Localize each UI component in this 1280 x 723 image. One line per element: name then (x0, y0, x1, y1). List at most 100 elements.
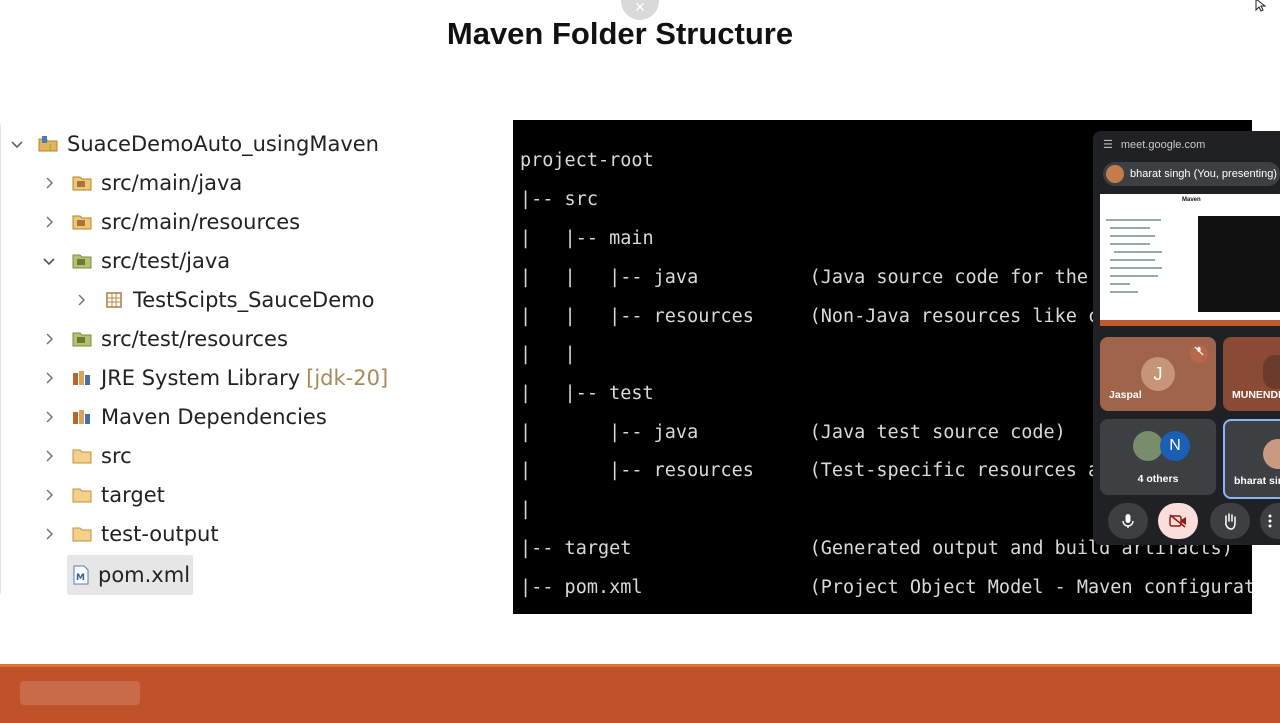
tree-item-jre-library[interactable]: JRE System Library [jdk-20] (41, 360, 388, 396)
terminal-line: | | (520, 344, 576, 365)
meet-url-bar: ☰ meet.google.com (1093, 131, 1280, 158)
mouse-cursor-icon (1255, 0, 1267, 12)
chevron-right-icon[interactable] (41, 526, 57, 542)
thumb-title: Maven (1182, 197, 1201, 203)
tree-item-src-main-resources[interactable]: src/main/resources (41, 204, 300, 240)
more-vert-icon (1268, 514, 1272, 528)
meet-floating-panel: ☰ meet.google.com bharat singh (You, pre… (1093, 131, 1280, 545)
thumb-line (1110, 283, 1130, 285)
test-source-folder-icon (71, 328, 93, 350)
terminal-line: project-root (520, 150, 654, 171)
participant-name: MUNENDR (1232, 389, 1280, 401)
tree-item-label: src (101, 444, 132, 468)
tree-item-maven-dependencies[interactable]: Maven Dependencies (41, 399, 327, 435)
participant-avatar (1133, 431, 1163, 461)
participant-name: 4 others (1137, 473, 1179, 485)
terminal-line: | |-- java (Java test source code) (520, 422, 1066, 443)
presenter-chip[interactable]: bharat singh (You, presenting) (1103, 162, 1280, 186)
tree-item-project[interactable]: J SuaceDemoAuto_usingMaven (9, 126, 379, 162)
tree-item-label: src/test/java (101, 249, 231, 273)
tree-item-src-main-java[interactable]: src/main/java (41, 165, 242, 201)
tree-item-label: test-output (101, 522, 219, 546)
chevron-right-icon[interactable] (41, 175, 57, 191)
footer-logo (20, 681, 140, 705)
chevron-right-icon[interactable] (41, 370, 57, 386)
tree-item-package[interactable]: TestScipts_SauceDemo (73, 282, 374, 318)
terminal-line: |-- pom.xml (Project Object Model - Mave… (520, 577, 1252, 598)
source-folder-icon (71, 172, 93, 194)
thumb-footer-bar (1100, 320, 1280, 326)
participant-tile[interactable]: MUNENDR (1223, 337, 1280, 411)
folder-icon (71, 445, 93, 467)
terminal-line: |-- src (520, 189, 598, 210)
microphone-button[interactable] (1108, 503, 1148, 539)
tree-item-target[interactable]: target (41, 477, 165, 513)
maven-project-icon: J (37, 133, 59, 155)
thumb-line (1106, 219, 1161, 221)
tree-item-label: pom.xml (98, 563, 191, 587)
xml-file-icon: M (70, 564, 92, 586)
chevron-right-icon[interactable] (41, 214, 57, 230)
participant-tile[interactable]: J Jaspal (1100, 337, 1216, 411)
microphone-icon (1122, 514, 1134, 528)
tune-icon[interactable]: ☰ (1103, 139, 1113, 151)
svg-text:J: J (48, 143, 51, 152)
raise-hand-button[interactable] (1210, 503, 1250, 539)
test-source-folder-icon (71, 250, 93, 272)
thumb-line (1110, 275, 1158, 277)
terminal-line: | | |-- java (Java source code for the a… (520, 267, 1189, 288)
tree-item-pom-xml[interactable]: M pom.xml (67, 555, 194, 595)
terminal-line: | |-- main (520, 228, 654, 249)
thumb-terminal (1198, 216, 1280, 312)
chevron-down-icon[interactable] (9, 136, 25, 152)
slide-title: Maven Folder Structure (446, 16, 794, 51)
chevron-right-icon[interactable] (41, 487, 57, 503)
tree-item-label: src/main/resources (101, 210, 301, 234)
tree-item-src-test-java[interactable]: src/test/java (41, 243, 230, 279)
chevron-down-icon[interactable] (41, 253, 57, 269)
terminal-line: | |-- test (520, 383, 654, 404)
folder-icon (71, 523, 93, 545)
thumb-line (1114, 251, 1162, 253)
meet-url: meet.google.com (1120, 138, 1206, 151)
tree-item-label: target (101, 483, 165, 507)
participant-avatar: J (1141, 357, 1175, 391)
presenter-avatar (1106, 165, 1124, 183)
thumb-line (1110, 243, 1150, 245)
mic-off-icon (1190, 345, 1208, 363)
chevron-right-icon[interactable] (41, 409, 57, 425)
camera-off-icon (1169, 514, 1186, 528)
participant-name: bharat sing (1234, 475, 1280, 487)
terminal-line: | (520, 499, 532, 520)
tree-item-test-output[interactable]: test-output (41, 516, 219, 552)
library-icon (71, 367, 93, 389)
presenter-label: bharat singh (You, presenting) (1130, 168, 1277, 180)
folder-icon (71, 484, 93, 506)
source-folder-icon (71, 211, 93, 233)
chevron-right-icon[interactable] (41, 448, 57, 464)
project-explorer-tree: J SuaceDemoAuto_usingMaven src/main/java… (0, 124, 501, 595)
tree-item-src-test-resources[interactable]: src/test/resources (41, 321, 288, 357)
library-icon (71, 406, 93, 428)
more-options-button[interactable] (1260, 503, 1280, 539)
tree-item-label: TestScipts_SauceDemo (133, 288, 375, 312)
tree-item-src[interactable]: src (41, 438, 132, 474)
chevron-right-icon[interactable] (73, 292, 89, 308)
close-presentation-button[interactable]: × (621, 0, 659, 20)
thumb-line (1110, 235, 1155, 237)
raise-hand-icon (1225, 513, 1236, 530)
camera-off-button[interactable] (1158, 503, 1198, 539)
tree-item-label: src/main/java (101, 171, 243, 195)
thumb-line (1110, 267, 1162, 269)
tree-item-label: JRE System Library (101, 366, 301, 390)
svg-text:M: M (76, 573, 85, 583)
tree-item-label: Maven Dependencies (101, 405, 327, 429)
participant-avatar: N (1160, 431, 1190, 461)
chevron-right-icon[interactable] (41, 331, 57, 347)
participant-tile[interactable]: N 4 others (1100, 419, 1216, 495)
participant-tile[interactable]: bharat sing (1223, 419, 1280, 499)
thumb-line (1110, 291, 1138, 293)
shared-screen-thumbnail[interactable]: Maven (1100, 194, 1280, 326)
slide-footer-bar (0, 664, 1280, 723)
participant-video (1263, 355, 1280, 389)
